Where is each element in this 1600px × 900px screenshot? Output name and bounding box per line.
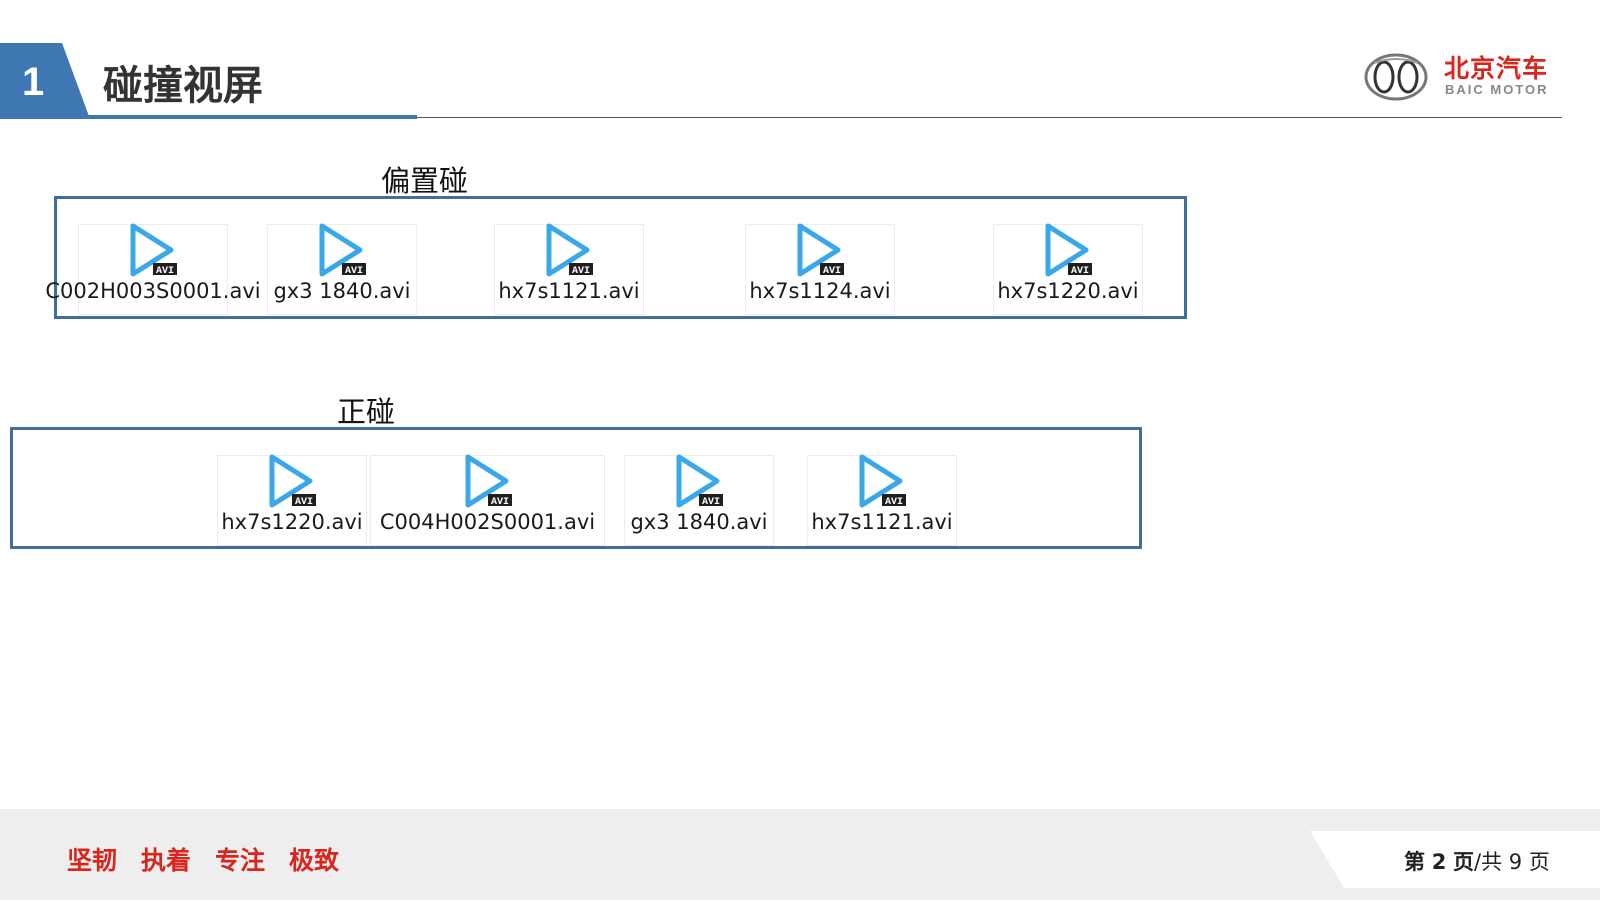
video-file[interactable]: AVI hx7s1124.avi xyxy=(745,223,895,315)
file-name: hx7s1121.avi xyxy=(811,510,953,534)
file-name: hx7s1220.avi xyxy=(997,279,1139,303)
svg-text:AVI: AVI xyxy=(572,266,590,277)
footer-slogan: 坚韧执着专注极致 xyxy=(67,846,363,876)
video-file[interactable]: AVI hx7s1220.avi xyxy=(993,223,1143,315)
avi-video-file-icon: AVI xyxy=(546,223,593,277)
page-prefix: 第 xyxy=(1404,850,1425,874)
slogan-word: 专注 xyxy=(215,846,266,875)
svg-text:AVI: AVI xyxy=(1071,266,1089,277)
header-divider xyxy=(417,117,1562,118)
logo-text-en: BAIC MOTOR xyxy=(1445,82,1549,97)
slogan-word: 极致 xyxy=(289,846,340,875)
avi-video-file-icon: AVI xyxy=(319,223,366,277)
video-file[interactable]: AVI gx3 1840.avi xyxy=(624,454,774,546)
video-file[interactable]: AVI C004H002S0001.avi xyxy=(370,454,605,546)
avi-video-file-icon: AVI xyxy=(465,454,512,508)
svg-text:AVI: AVI xyxy=(345,266,363,277)
video-file[interactable]: AVI hx7s1220.avi xyxy=(217,454,367,546)
page-number-tab xyxy=(1310,831,1600,888)
svg-text:AVI: AVI xyxy=(702,497,720,508)
group-label-offset: 偏置碰 xyxy=(381,164,469,198)
slogan-word: 执着 xyxy=(141,846,192,875)
svg-text:AVI: AVI xyxy=(295,497,313,508)
page-title: 碰撞视屏 xyxy=(103,63,263,109)
group-label-frontal: 正碰 xyxy=(337,395,396,429)
video-file[interactable]: AVI gx3 1840.avi xyxy=(267,223,417,315)
page-total: 9 xyxy=(1508,850,1523,874)
file-name: C002H003S0001.avi xyxy=(45,279,261,303)
svg-text:AVI: AVI xyxy=(490,497,508,508)
slogan-word: 坚韧 xyxy=(67,846,118,875)
title-underline xyxy=(0,115,417,119)
avi-video-file-icon: AVI xyxy=(269,454,316,508)
page-current: 2 xyxy=(1431,850,1447,874)
avi-video-file-icon: AVI xyxy=(797,223,844,277)
avi-video-file-icon: AVI xyxy=(130,223,177,277)
page-mid: 页 xyxy=(1453,850,1474,874)
page-suffix: 页 xyxy=(1528,850,1550,874)
file-name: C004H002S0001.avi xyxy=(379,510,596,534)
file-name: gx3 1840.avi xyxy=(630,510,768,534)
section-number: 1 xyxy=(22,60,45,104)
offset-crash-group: AVI C002H003S0001.avi AVI gx3 1840.avi A… xyxy=(45,196,1187,319)
page-indicator: 第 2 页/共 9 页 xyxy=(1404,849,1550,875)
file-name: gx3 1840.avi xyxy=(273,279,411,303)
frontal-crash-group: AVI hx7s1220.avi AVI C004H002S0001.avi A… xyxy=(10,427,1142,549)
logo-text-cn: 北京汽车 xyxy=(1444,54,1549,83)
page-total-prefix: 共 xyxy=(1481,850,1503,874)
video-file[interactable]: AVI hx7s1121.avi xyxy=(494,223,644,315)
avi-video-file-icon: AVI xyxy=(676,454,723,508)
svg-text:AVI: AVI xyxy=(156,266,174,277)
svg-text:AVI: AVI xyxy=(823,266,841,277)
video-file[interactable]: AVI hx7s1121.avi xyxy=(807,454,957,546)
avi-video-file-icon: AVI xyxy=(1045,223,1092,277)
file-name: hx7s1220.avi xyxy=(221,510,363,534)
video-file[interactable]: AVI C002H003S0001.avi xyxy=(45,223,261,315)
file-name: hx7s1121.avi xyxy=(498,279,640,303)
baic-logo-icon xyxy=(1364,53,1428,101)
page-sep: / xyxy=(1474,850,1482,874)
file-name: hx7s1124.avi xyxy=(749,279,891,303)
svg-text:AVI: AVI xyxy=(885,497,903,508)
avi-video-file-icon: AVI xyxy=(859,454,906,508)
